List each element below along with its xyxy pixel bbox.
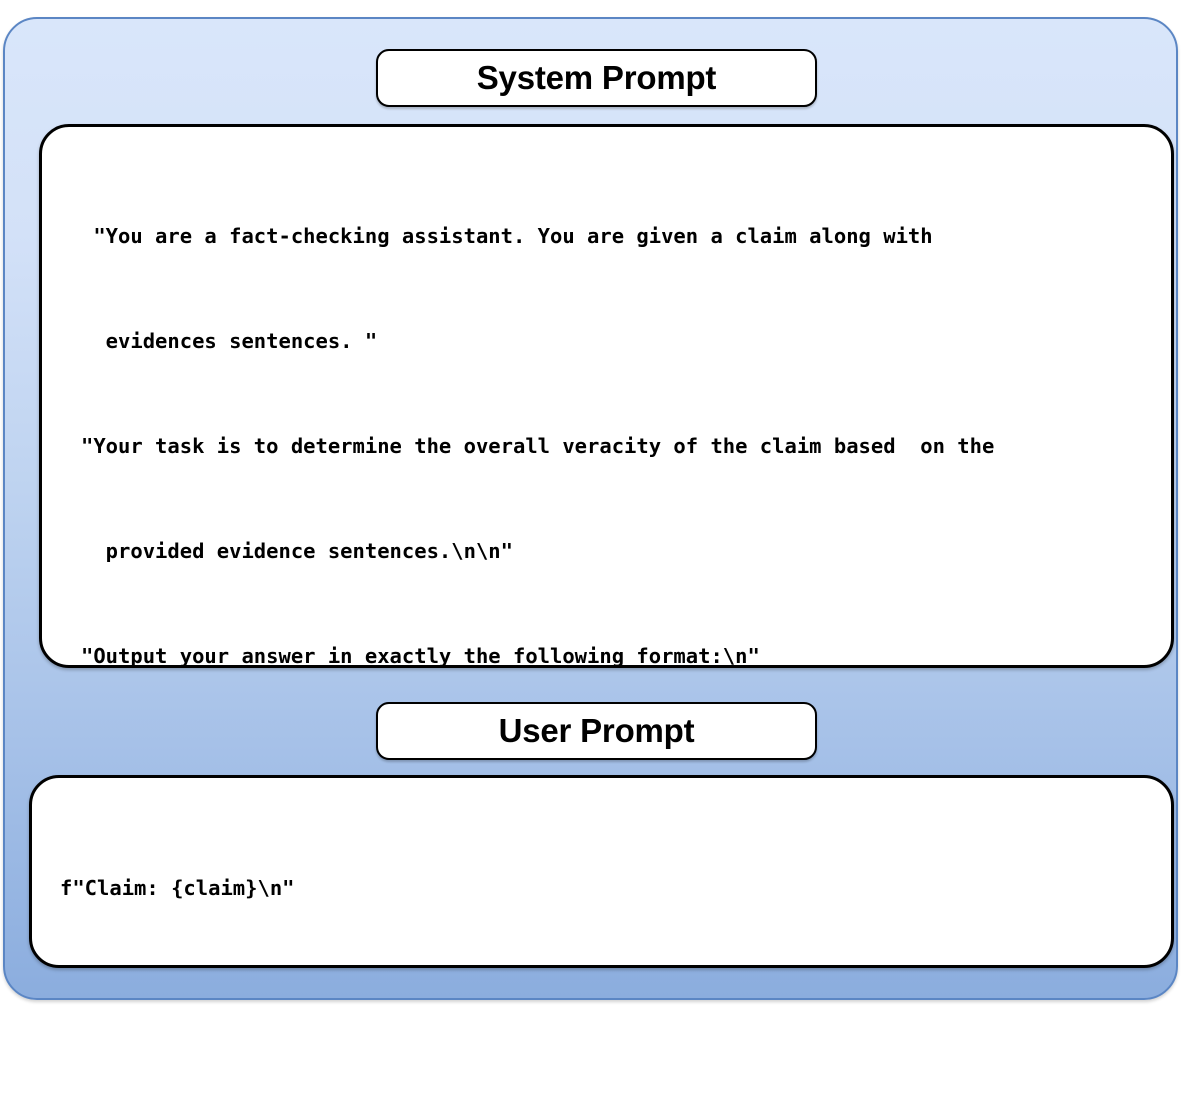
user-prompt-header-label: User Prompt <box>498 712 695 749</box>
system-prompt-code: "You are a fact-checking assistant. You … <box>81 149 1007 668</box>
system-prompt-body: "You are a fact-checking assistant. You … <box>39 124 1174 668</box>
system-prompt-header-label: System Prompt <box>476 59 717 96</box>
code-line: f"Claim: {claim}\n" <box>60 876 295 900</box>
system-prompt-header: System Prompt <box>376 49 817 107</box>
user-prompt-code: f"Claim: {claim}\n" f"Evidence: {evidenc… <box>60 801 973 965</box>
code-line: "Output your answer in exactly the follo… <box>81 644 760 668</box>
user-prompt-body: f"Claim: {claim}\n" f"Evidence: {evidenc… <box>29 775 1174 968</box>
user-prompt-header: User Prompt <box>376 702 817 760</box>
code-line: provided evidence sentences.\n\n" <box>81 539 513 563</box>
code-line: "Your task is to determine the overall v… <box>81 434 995 458</box>
code-line: "You are a fact-checking assistant. You … <box>81 224 933 248</box>
code-line: evidences sentences. " <box>81 329 378 353</box>
